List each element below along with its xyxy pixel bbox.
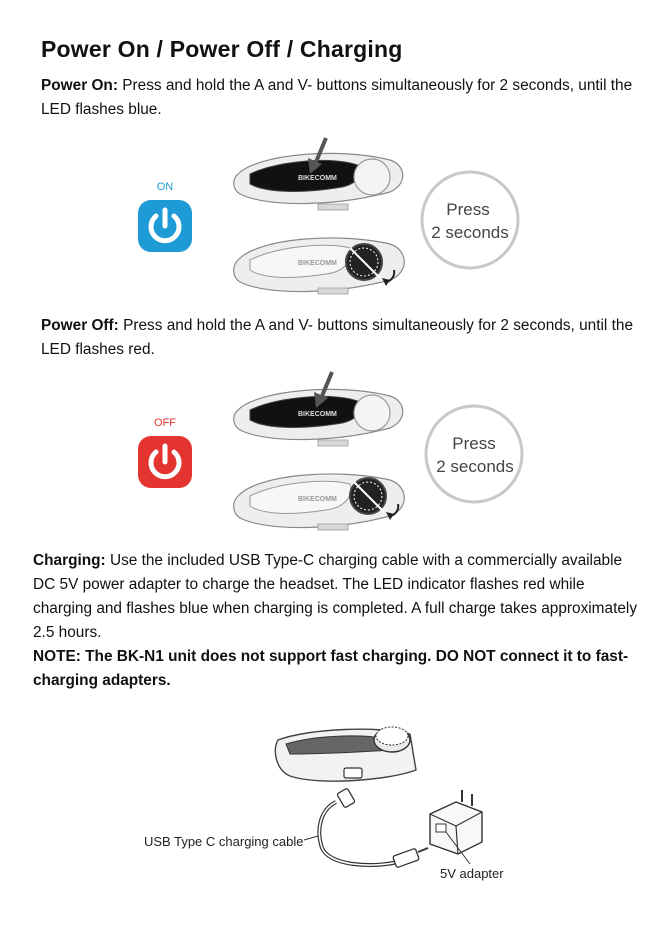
press-arrow-icon	[314, 371, 334, 408]
press-circle: Press 2 seconds	[424, 404, 524, 504]
headset-top: BIKECOMM	[233, 137, 404, 211]
headset-bottom: BIKECOMM	[233, 237, 405, 295]
power-off-badge: OFF	[138, 417, 192, 488]
charging-note: NOTE: The BK-N1 unit does not support fa…	[33, 648, 629, 689]
press-circle: Press 2 seconds	[420, 170, 520, 270]
charging-figure: USB Type C charging cable 5V adapter	[144, 726, 504, 881]
rotate-arrow-icon	[382, 269, 396, 286]
press-circle-line1: Press	[446, 200, 489, 219]
cable-label: USB Type C charging cable	[144, 834, 303, 849]
press-circle-line2: 2 seconds	[431, 223, 509, 242]
power-off-paragraph: Power Off: Press and hold the A and V- b…	[41, 314, 641, 362]
charging-paragraph: Charging: Use the included USB Type-C ch…	[33, 549, 637, 645]
press-circle-line1: Press	[452, 434, 495, 453]
charging-text: Use the included USB Type-C charging cab…	[33, 552, 638, 641]
power-on-label: Power On:	[41, 77, 118, 94]
knob-icon	[345, 243, 383, 281]
power-off-figure: OFF BIKECOMM BIKECOMM	[138, 371, 524, 531]
power-on-badge: ON	[138, 181, 192, 252]
page-title: Power On / Power Off / Charging	[41, 36, 403, 62]
power-on-figure: ON BIKECOMM BIKECOMM P	[138, 137, 520, 295]
power-off-label: Power Off:	[41, 317, 119, 334]
press-circle-line2: 2 seconds	[436, 457, 514, 476]
power-off-badge-label: OFF	[154, 417, 176, 429]
headset-top-brand: BIKECOMM	[298, 175, 337, 182]
power-icon	[148, 207, 182, 244]
headset-bottom: BIKECOMM	[233, 473, 405, 531]
headset-bottom-brand: BIKECOMM	[298, 260, 337, 267]
knob-icon	[373, 726, 411, 753]
power-on-paragraph: Power On: Press and hold the A and V- bu…	[41, 74, 641, 122]
rotate-arrow-icon	[386, 503, 400, 520]
power-on-text: Press and hold the A and V- buttons simu…	[41, 77, 633, 118]
adapter-label: 5V adapter	[440, 866, 504, 881]
power-adapter	[429, 790, 483, 855]
power-icon	[148, 443, 182, 480]
knob-icon	[349, 477, 387, 515]
headset-bottom-brand: BIKECOMM	[298, 496, 337, 503]
headset-top: BIKECOMM	[233, 371, 404, 447]
press-arrow-icon	[308, 137, 328, 174]
headset-top-brand: BIKECOMM	[298, 411, 337, 418]
power-off-text: Press and hold the A and V- buttons simu…	[41, 317, 634, 358]
usb-cable	[317, 788, 429, 868]
charging-label: Charging:	[33, 552, 106, 569]
power-on-badge-label: ON	[157, 181, 174, 193]
headset-side	[274, 726, 417, 782]
